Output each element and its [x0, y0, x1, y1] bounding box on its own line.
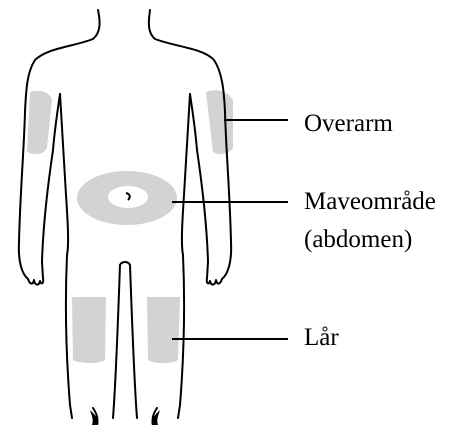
upper-arm-zone-left	[27, 91, 52, 154]
thigh-zone-left	[72, 297, 106, 363]
abdomen-label-line1: Maveområde	[304, 186, 436, 218]
upper-arm-zone-right	[206, 90, 233, 154]
abdomen-label-line2: (abdomen)	[304, 224, 412, 256]
thigh-zone-right	[147, 297, 180, 363]
upper-arm-label: Overarm	[304, 108, 393, 140]
abdomen-center-inner	[108, 186, 148, 208]
thigh-label: Lår	[304, 322, 339, 354]
